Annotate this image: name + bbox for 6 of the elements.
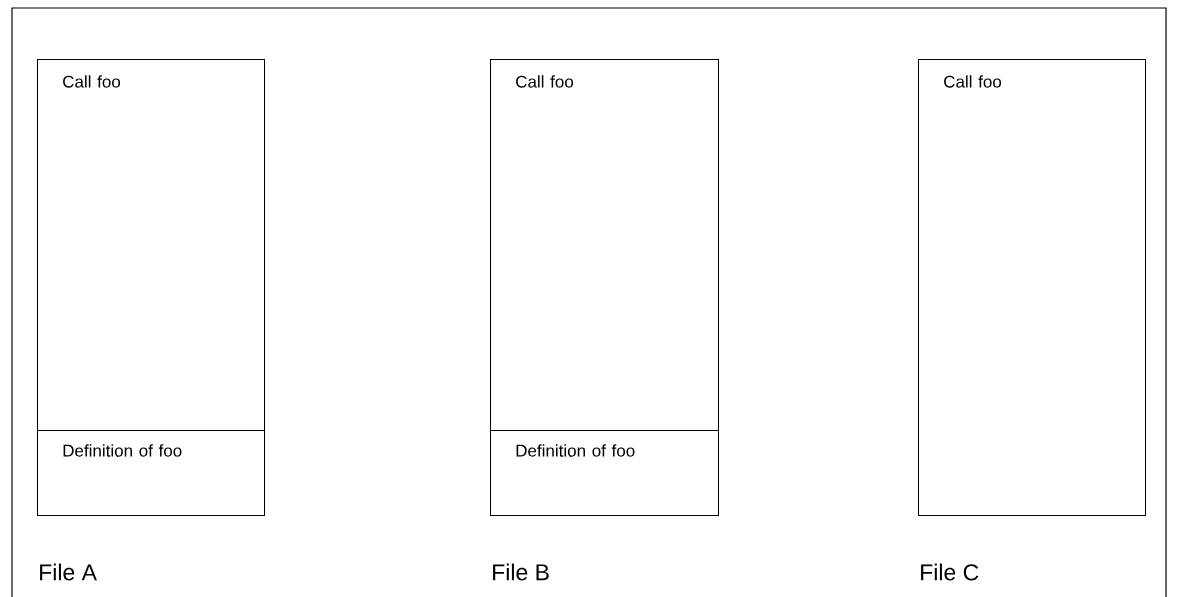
- definition-section: Definition of foo: [490, 430, 719, 516]
- file-box: Call foo: [918, 59, 1146, 516]
- file-label: File B: [493, 563, 549, 581]
- file-label: File C: [921, 563, 979, 581]
- file-label: File A: [40, 563, 97, 581]
- definition-section: Definition of foo: [37, 430, 265, 516]
